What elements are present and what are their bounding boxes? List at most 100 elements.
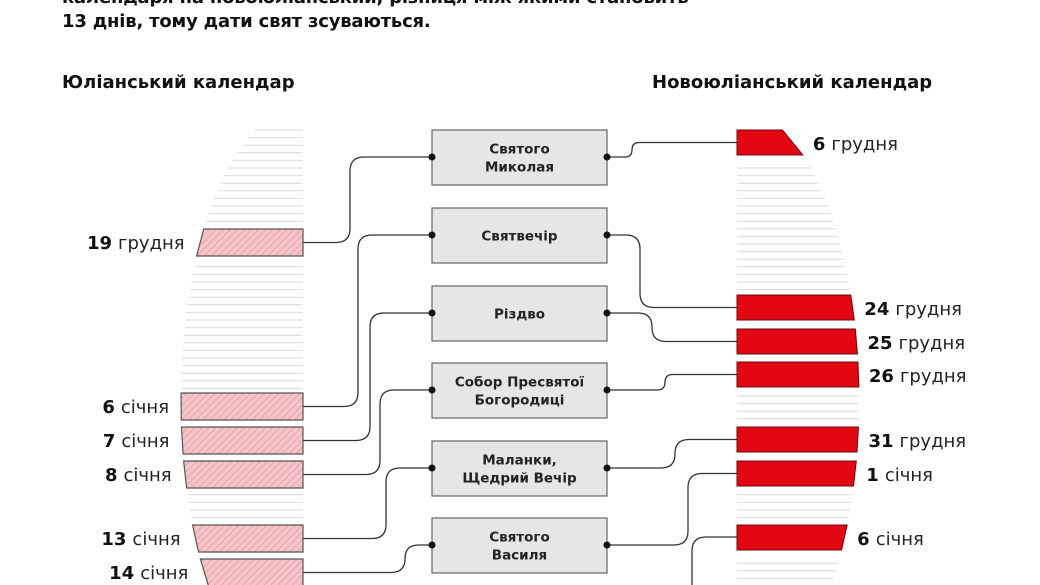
new-julian-connector (607, 373, 737, 391)
date-month: грудня (900, 431, 967, 452)
left-connector-dot (428, 153, 436, 161)
julian-connector (303, 467, 432, 540)
julian-date-bar: 13 січня (101, 524, 304, 553)
date-day: 26 (869, 366, 894, 387)
right-connector-dot (603, 231, 611, 239)
left-connector-dot (428, 464, 436, 472)
holiday-box-frame (431, 285, 608, 342)
date-label: 6 січня (102, 397, 169, 418)
julian-date-bar: 6 січня (102, 392, 304, 421)
date-label: 25 грудня (867, 333, 965, 354)
julian-connector (303, 544, 432, 574)
date-day: 19 (87, 233, 112, 254)
date-month: грудня (899, 333, 966, 354)
holiday-box: Різдво (428, 285, 611, 342)
holiday-box-frame (431, 129, 608, 186)
new-julian-bar-shape (736, 460, 857, 487)
intro-line-1: календаря на новоюліанський, різниця між… (62, 0, 689, 10)
date-month: січня (132, 529, 180, 550)
intro-text: календаря на новоюліанський, різниця між… (62, 0, 689, 34)
holiday-name: Василя (492, 548, 547, 564)
date-day: 13 (101, 529, 126, 550)
julian-connector (303, 234, 432, 408)
new-julian-bar-shape (736, 129, 804, 156)
date-month: січня (885, 465, 933, 486)
holiday-box-frame (431, 440, 608, 497)
date-month: грудня (831, 134, 898, 155)
right-connector-dot (603, 153, 611, 161)
date-label: 19 грудня (87, 233, 185, 254)
date-month: грудня (895, 299, 962, 320)
holiday-name: Богородиці (475, 393, 565, 409)
new-julian-connector (607, 472, 737, 546)
holiday-name: Різдво (494, 307, 545, 323)
date-label: 1 січня (866, 465, 933, 486)
date-day: 6 (857, 529, 870, 550)
new-julian-connector (607, 312, 737, 343)
date-day: 6 (102, 397, 115, 418)
new-julian-bar-shape (736, 524, 848, 551)
new-julian-connector (607, 438, 737, 469)
holiday-box-frame (431, 207, 608, 264)
new-julian-bar-shape (736, 294, 855, 321)
date-month: січня (121, 431, 169, 452)
holiday-box-frame (431, 362, 608, 419)
new-julian-connector (691, 536, 737, 585)
holiday-name: Маланки, (482, 453, 557, 469)
date-month: січня (121, 397, 169, 418)
right-connector-dot (603, 464, 611, 472)
new-julian-connector (607, 234, 737, 309)
new-julian-calendar-title: Новоюліанський календар (652, 72, 933, 93)
holiday-box: Святвечір (428, 207, 611, 264)
new-julian-bar-shape (736, 426, 860, 453)
date-month: січня (140, 563, 188, 584)
new-julian-connector (607, 141, 737, 158)
holiday-name: Собор Пресвятої (455, 375, 585, 391)
right-connector-dot (603, 309, 611, 317)
new-julian-date-bar: 24 грудня (736, 294, 962, 321)
julian-bar-shape (180, 392, 304, 421)
julian-bar-shape (180, 426, 304, 455)
new-julian-bar-shape (736, 328, 859, 355)
julian-bar-shape (191, 524, 304, 553)
left-connector-dot (428, 309, 436, 317)
julian-bar-shape (195, 228, 304, 257)
date-day: 7 (103, 431, 116, 452)
date-day: 1 (866, 465, 879, 486)
intro-line-2: 13 днів, тому дати свят зсуваються. (62, 11, 431, 32)
holiday-name: Святого (489, 142, 550, 158)
julian-bar-shape (182, 460, 304, 489)
new-julian-date-bar: 1 січня (736, 460, 933, 487)
new-julian-date-bar: 25 грудня (736, 328, 965, 355)
date-month: січня (124, 465, 172, 486)
date-day: 25 (867, 333, 892, 354)
date-label: 13 січня (101, 529, 180, 550)
holiday-box-frame (431, 517, 608, 574)
julian-connector (303, 156, 432, 244)
left-connector-dot (428, 541, 436, 549)
date-day: 6 (813, 134, 826, 155)
date-label: 24 грудня (864, 299, 962, 320)
holiday-name: Щедрий Вечір (462, 471, 577, 487)
date-day: 24 (864, 299, 889, 320)
julian-date-bar: 19 грудня (87, 228, 304, 257)
julian-calendar-title: Юліанський календар (62, 72, 295, 93)
date-month: грудня (118, 233, 185, 254)
left-connector-dot (428, 231, 436, 239)
